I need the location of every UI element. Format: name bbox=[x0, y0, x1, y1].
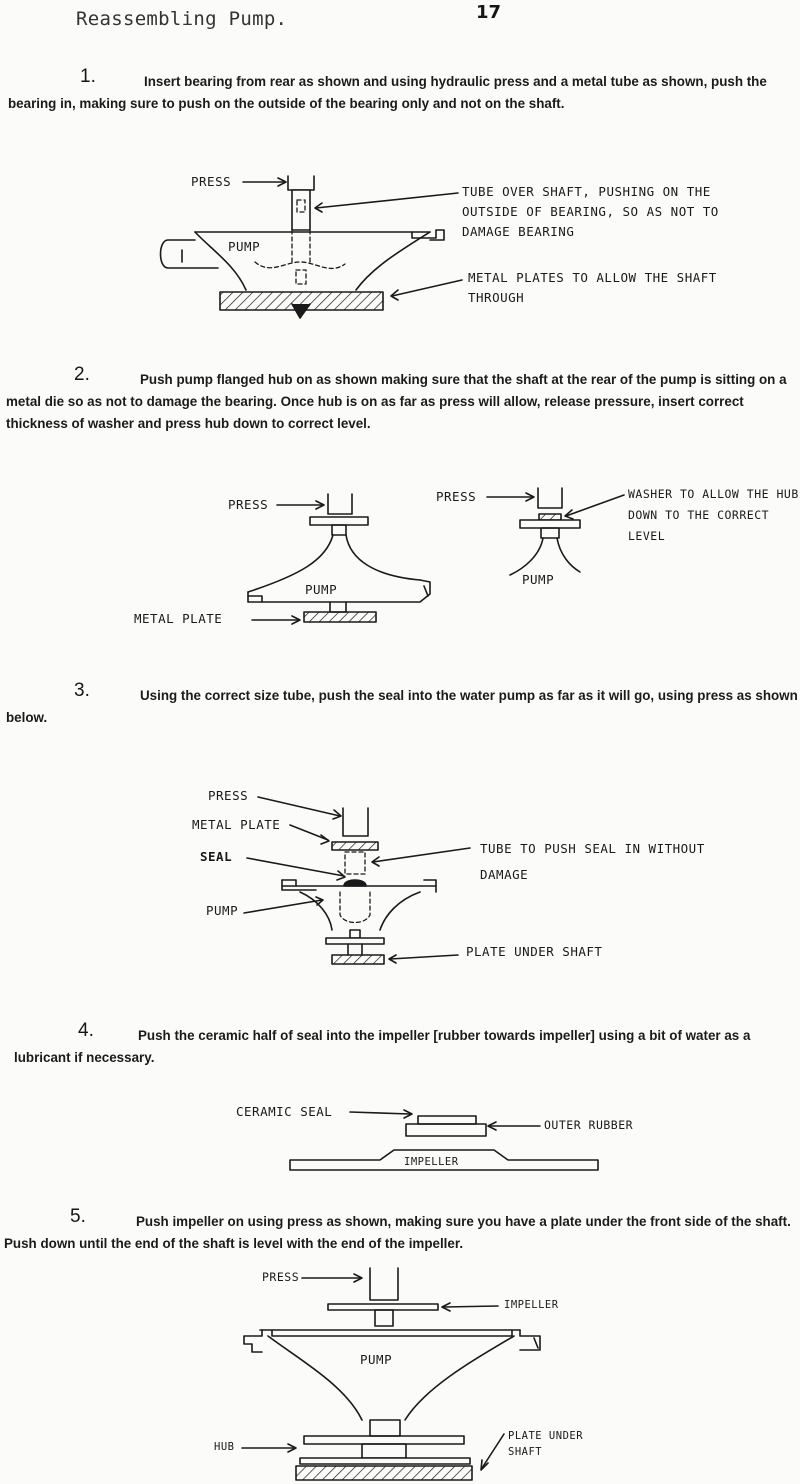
step-3-seal-label: SEAL bbox=[200, 849, 233, 864]
step-5-plate-under-label: PLATE UNDER SHAFT bbox=[508, 1430, 584, 1458]
step-4-outer-rubber-label: OUTER RUBBER bbox=[544, 1118, 634, 1132]
page-title: Reassembling Pump. bbox=[76, 8, 288, 30]
step-1-tube-label: TUBE OVER SHAFT, PUSHING ON THE OUTSIDE … bbox=[462, 184, 719, 239]
step-2-text: Push pump flanged hub on as shown making… bbox=[6, 372, 787, 431]
step-1-press-label: PRESS bbox=[191, 174, 232, 189]
page-number: 17 bbox=[476, 2, 502, 23]
step-1-number: 1. bbox=[80, 66, 96, 87]
step-2-press-right-label: PRESS bbox=[436, 489, 477, 504]
step-2-pump-left-label: PUMP bbox=[305, 582, 338, 597]
step-2-press-left-label: PRESS bbox=[228, 497, 269, 512]
step-5-text: Push impeller on using press as shown, m… bbox=[4, 1214, 791, 1251]
step-4-number: 4. bbox=[78, 1020, 94, 1041]
step-4-impeller-label: IMPELLER bbox=[404, 1156, 459, 1168]
step-5-pump-label: PUMP bbox=[360, 1352, 393, 1367]
step-3-tube-label: TUBE TO PUSH SEAL IN WITHOUT DAMAGE bbox=[480, 841, 705, 882]
step-1-plates-label: METAL PLATES TO ALLOW THE SHAFT THROUGH bbox=[468, 270, 717, 305]
step-4-ceramic-seal-label: CERAMIC SEAL bbox=[236, 1104, 333, 1119]
step-5-number: 5. bbox=[70, 1206, 86, 1227]
step-5-hub-label: HUB bbox=[214, 1441, 235, 1453]
step-3-plate-under-label: PLATE UNDER SHAFT bbox=[466, 944, 603, 959]
step-2-washer-label: WASHER TO ALLOW THE HUB DOWN TO THE CORR… bbox=[628, 487, 799, 543]
step-5-press-label: PRESS bbox=[262, 1270, 300, 1284]
step-1-pump-label: PUMP bbox=[228, 239, 261, 254]
step-2-pump-right-label: PUMP bbox=[522, 572, 555, 587]
step-1-text: Insert bearing from rear as shown and us… bbox=[8, 74, 767, 111]
step-4-text: Push the ceramic half of seal into the i… bbox=[14, 1028, 751, 1065]
step-2-metal-plate-label: METAL PLATE bbox=[134, 611, 223, 626]
step-3-metal-plate-label: METAL PLATE bbox=[192, 817, 281, 832]
step-3-number: 3. bbox=[74, 680, 90, 701]
step-3-pump-label: PUMP bbox=[206, 903, 239, 918]
step-5-impeller-label: IMPELLER bbox=[504, 1299, 559, 1311]
step-2-number: 2. bbox=[74, 364, 90, 385]
step-3-text: Using the correct size tube, push the se… bbox=[6, 688, 798, 725]
step-3-press-label: PRESS bbox=[208, 788, 249, 803]
